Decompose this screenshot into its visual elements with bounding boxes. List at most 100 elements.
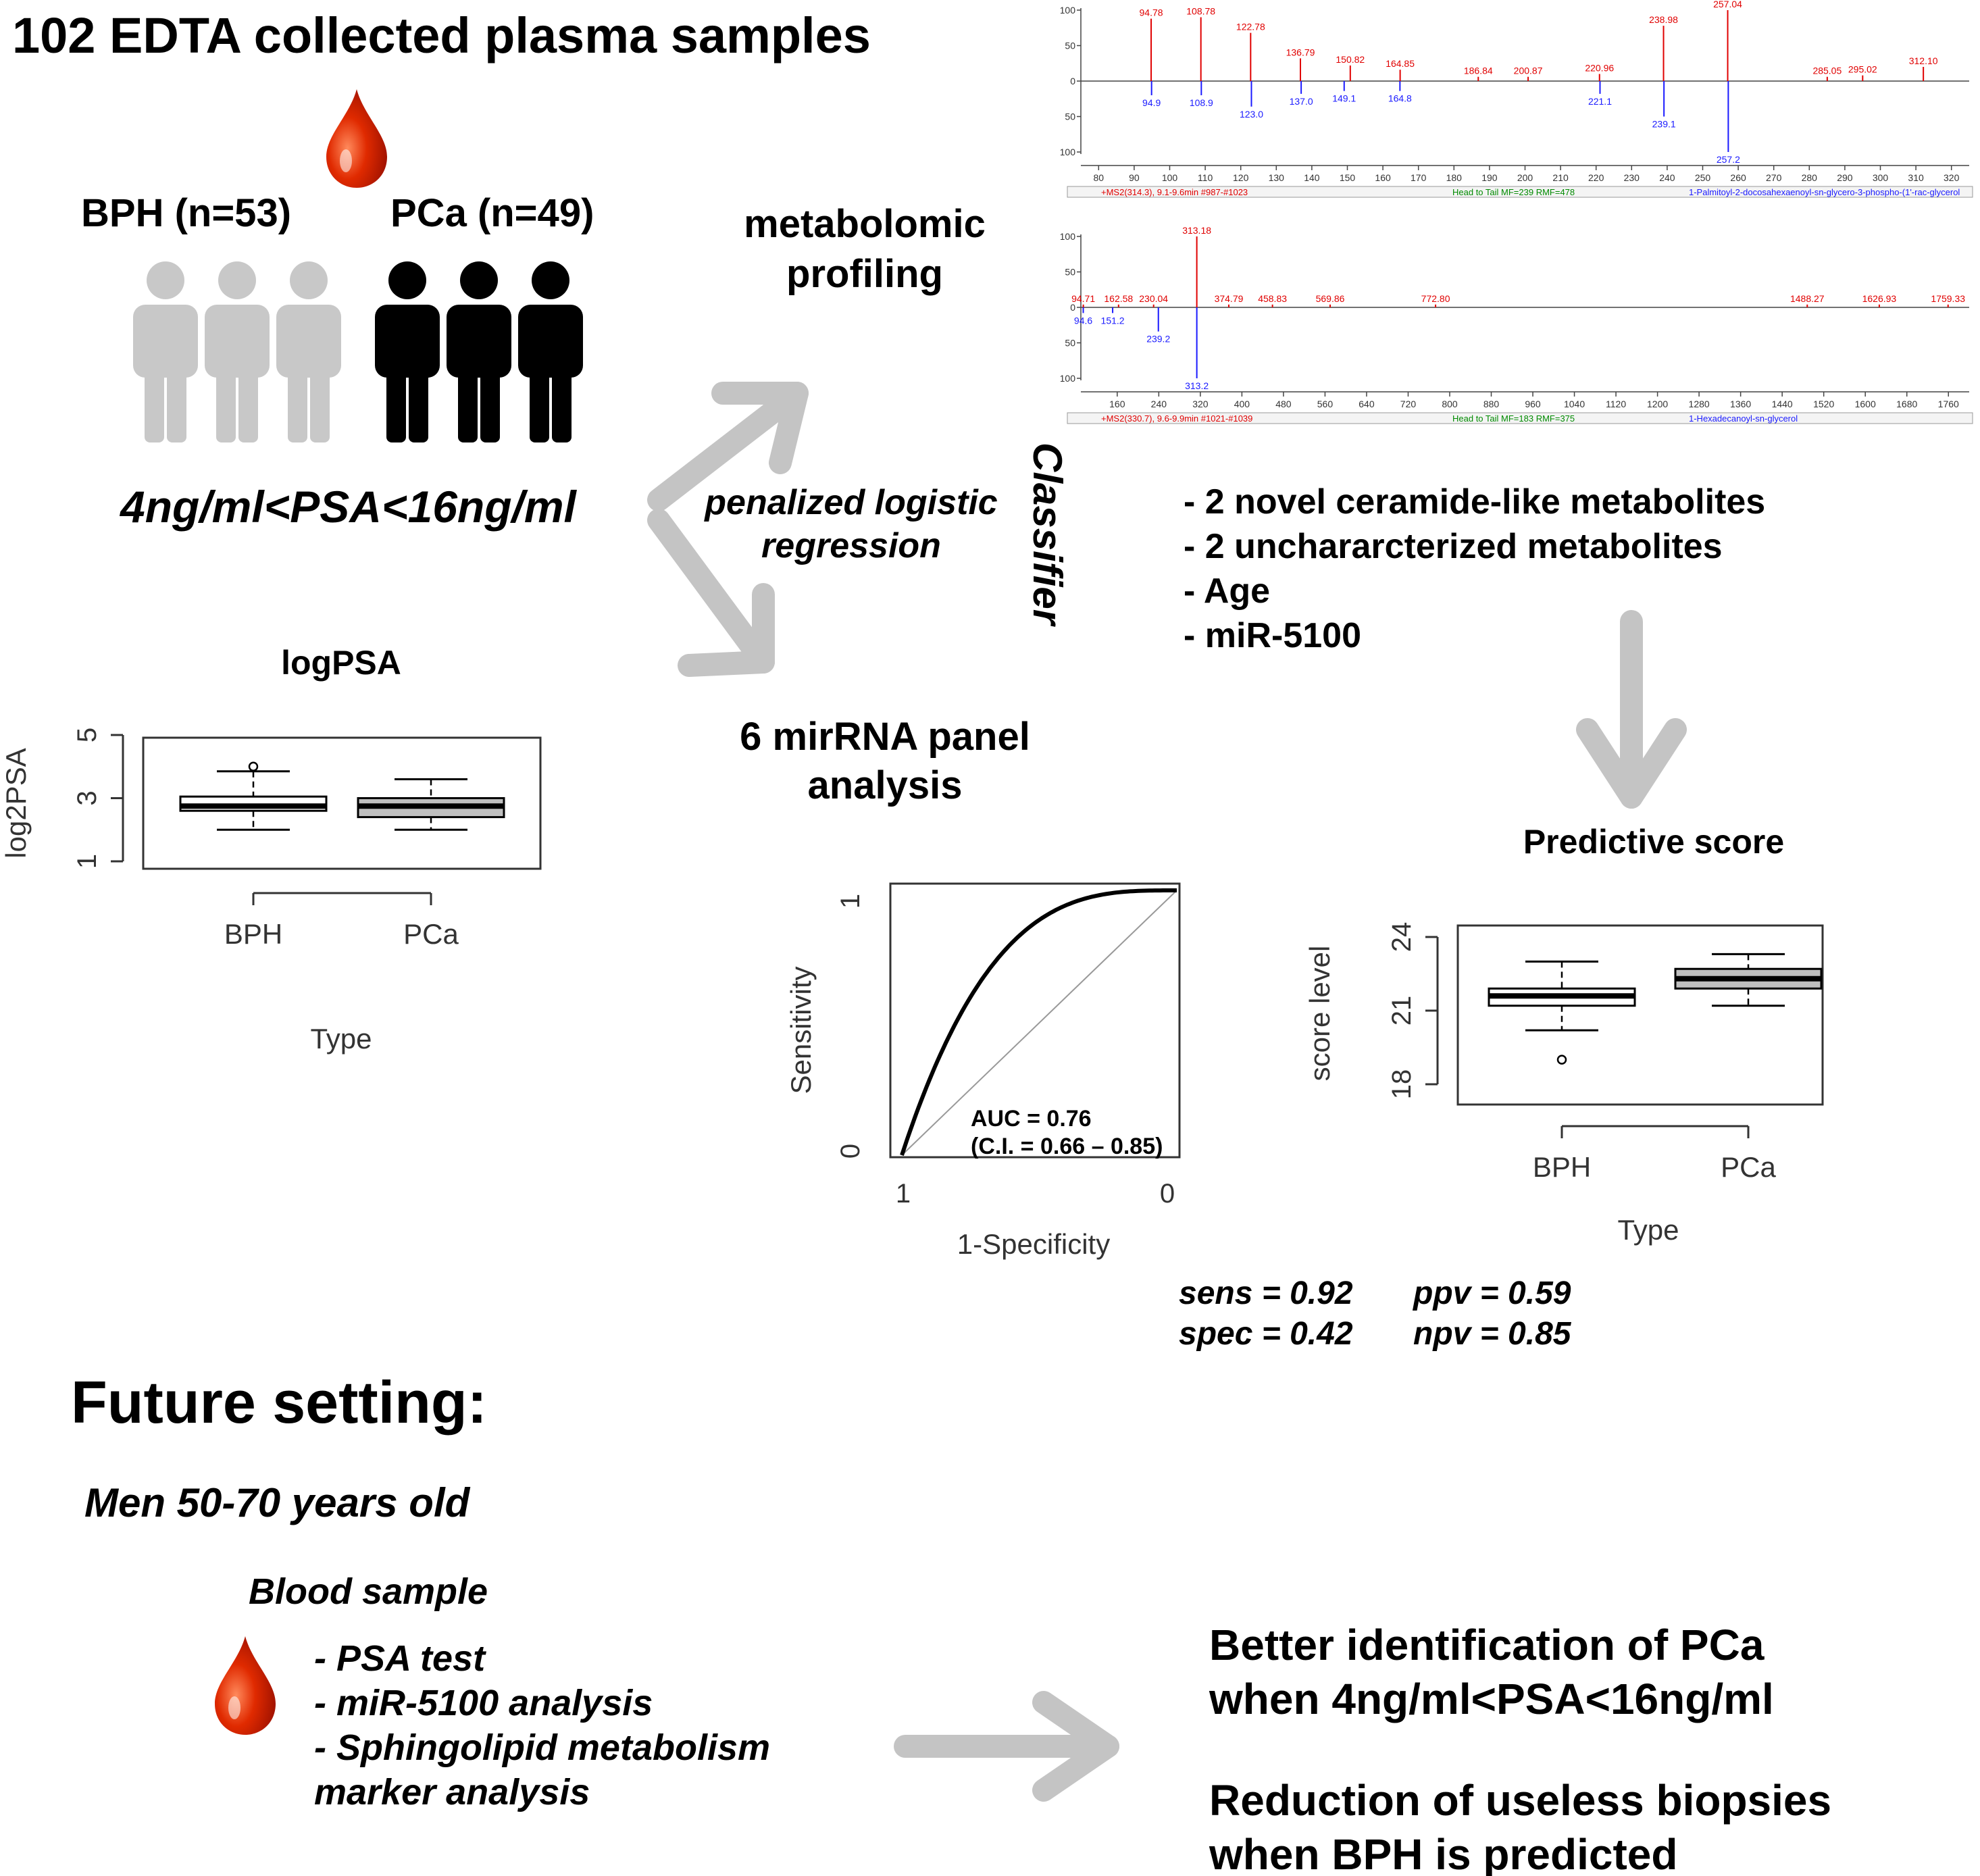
box-pca [357,778,505,831]
spectrum-x-tick-label: 180 [1446,172,1463,183]
spectrum-x-tick-label: 270 [1766,172,1782,183]
spectrum-x-tick-label: 880 [1483,399,1500,409]
mirna-panel-label: 6 mirRNA panel analysis [740,715,1030,807]
spectrum-x-tick-label: 190 [1481,172,1498,183]
spectrum-top-peak-label: 1488.27 [1790,293,1825,304]
logpsa-title: logPSA [281,644,401,682]
split-arrows-icon [647,382,809,677]
spectrum-top-peak-label: 772.80 [1421,293,1450,304]
spectrum-top-peak-label: 1759.33 [1931,293,1965,304]
spectrum-x-tick-label: 640 [1359,399,1375,409]
bph-person-icons [133,261,341,442]
outcome-line: Reduction of useless biopsies [1209,1776,1832,1825]
spectrum-x-tick-label: 230 [1624,172,1640,183]
classifier-item: - Age [1184,572,1271,611]
spectrum-top-peak-label: 136.79 [1286,47,1315,57]
roc-x-tick: 0 [1160,1179,1175,1209]
roc-auc-label: AUC = 0.76 [971,1106,1092,1132]
spectrum-x-tick-label: 320 [1192,399,1209,409]
spectrum-x-tick-label: 120 [1233,172,1249,183]
spectrum-top-peak-label: 285.05 [1812,66,1842,76]
roc-y-label: Sensitivity [785,966,817,1094]
spectrum-status-scan: +MS2(314.3), 9.1-9.6min #987-#1023 [1101,187,1248,197]
spectrum-x-tick-label: 480 [1275,399,1292,409]
classifier-item: - 2 novel ceramide-like metabolites [1184,482,1766,522]
spectrum-x-tick-label: 280 [1802,172,1818,183]
roc-ci-label: (C.I. = 0.66 – 0.85) [971,1134,1163,1159]
roc-diagonal [901,890,1177,1156]
spectrum-y-tick-label: 0 [1070,302,1075,313]
classifier-item: - miR-5100 [1184,616,1361,655]
spectrum-bottom-peak-label: 149.1 [1332,93,1356,104]
regression-label: penalized logistic regression [705,483,998,565]
pca-group-label: PCa (n=49) [390,191,594,235]
spectrum-top-peak-label: 295.02 [1848,64,1877,75]
spectrum-x-tick-label: 150 [1340,172,1356,183]
spectrum-top-peak-label: 122.78 [1236,22,1265,32]
y-tick-label: 1 [72,854,102,869]
spectrum-x-tick-label: 1200 [1647,399,1668,409]
spectrum-top-peak-label: 186.84 [1464,66,1493,76]
test-item: marker analysis [314,1772,590,1812]
blood-drop-icon [215,1636,276,1735]
spectrum-y-tick-label: 100 [1061,5,1075,16]
logpsa-y-label: log2PSA [0,748,32,858]
spectrum-top-peak-label: 312.10 [1909,55,1938,66]
future-tests-list: - PSA test - miR-5100 analysis - Sphingo… [314,1636,770,1815]
box-pca [1674,953,1823,1007]
population-label: Men 50-70 years old [84,1480,470,1525]
box-bph [179,761,328,831]
spectrum-top-peak-label: 220.96 [1585,63,1614,74]
pca-person-icons [375,261,583,442]
spectrum-bottom-peak-label: 94.6 [1074,315,1092,326]
y-tick-label: 3 [72,790,102,805]
spectrum-x-tick-label: 160 [1109,399,1125,409]
spectrum-status-compound: 1-Hexadecanoyl-sn-glycerol [1689,413,1798,424]
spectrum-status-scan: +MS2(330.7), 9.6-9.9min #1021-#1039 [1101,413,1252,424]
spectrum-x-tick-label: 1040 [1564,399,1585,409]
spectrum-bottom-peak-label: 151.2 [1101,315,1125,326]
spectrum-top-peak-label: 94.71 [1071,293,1095,304]
spectrum-top-peak-label: 458.83 [1258,293,1287,304]
x-tick-label: BPH [1533,1151,1591,1183]
spectrum-top-peak-label: 150.82 [1336,54,1365,65]
metrics-right: ppv = 0.59 npv = 0.85 [1413,1273,1571,1354]
metrics-left: sens = 0.92 spec = 0.42 [1179,1273,1353,1354]
blood-sample-label: Blood sample [249,1571,488,1612]
spectrum-top-peak-label: 164.85 [1386,58,1415,69]
outcome-better-identification: Better identification of PCa when 4ng/ml… [1209,1618,1774,1726]
spectrum-bottom-peak-label: 221.1 [1588,96,1612,107]
predictive-score-y-label: score level [1304,946,1336,1082]
spectrum-x-tick-label: 100 [1162,172,1178,183]
down-arrow-icon [1576,610,1687,809]
spectrum-x-tick-label: 1680 [1896,399,1917,409]
npv-value: npv = 0.85 [1413,1316,1571,1352]
spectrum-x-tick-label: 210 [1552,172,1569,183]
spectrum-status-bar [1067,412,1973,424]
roc-curve-plot: 0 1 1 0 Sensitivity 1-Specificity AUC = … [785,882,1181,1260]
bph-group-label: BPH (n=53) [81,191,292,235]
spectrum-x-tick-label: 200 [1517,172,1533,183]
spectrum-x-tick-label: 290 [1837,172,1853,183]
spectrum-x-tick-label: 310 [1908,172,1924,183]
spectrum-top-peak-label: 238.98 [1649,14,1678,25]
x-tick-label: PCa [403,918,459,950]
spectrum-bottom-peak-label: 137.0 [1290,96,1313,107]
predictive-score-frame [1456,924,1824,1106]
spectrum-bottom-peak-label: 108.9 [1190,97,1213,108]
spectrum-x-tick-label: 80 [1094,172,1105,183]
spectrum-x-tick-label: 1520 [1813,399,1834,409]
spectrum-x-tick-label: 240 [1659,172,1675,183]
metabolomic-profiling-label: metabolomic profiling [744,202,986,296]
x-tick-label: BPH [224,918,282,950]
spectrum-x-tick-label: 1360 [1730,399,1751,409]
spectrum-x-tick-label: 960 [1525,399,1541,409]
spectrum-x-tick-label: 240 [1151,399,1167,409]
